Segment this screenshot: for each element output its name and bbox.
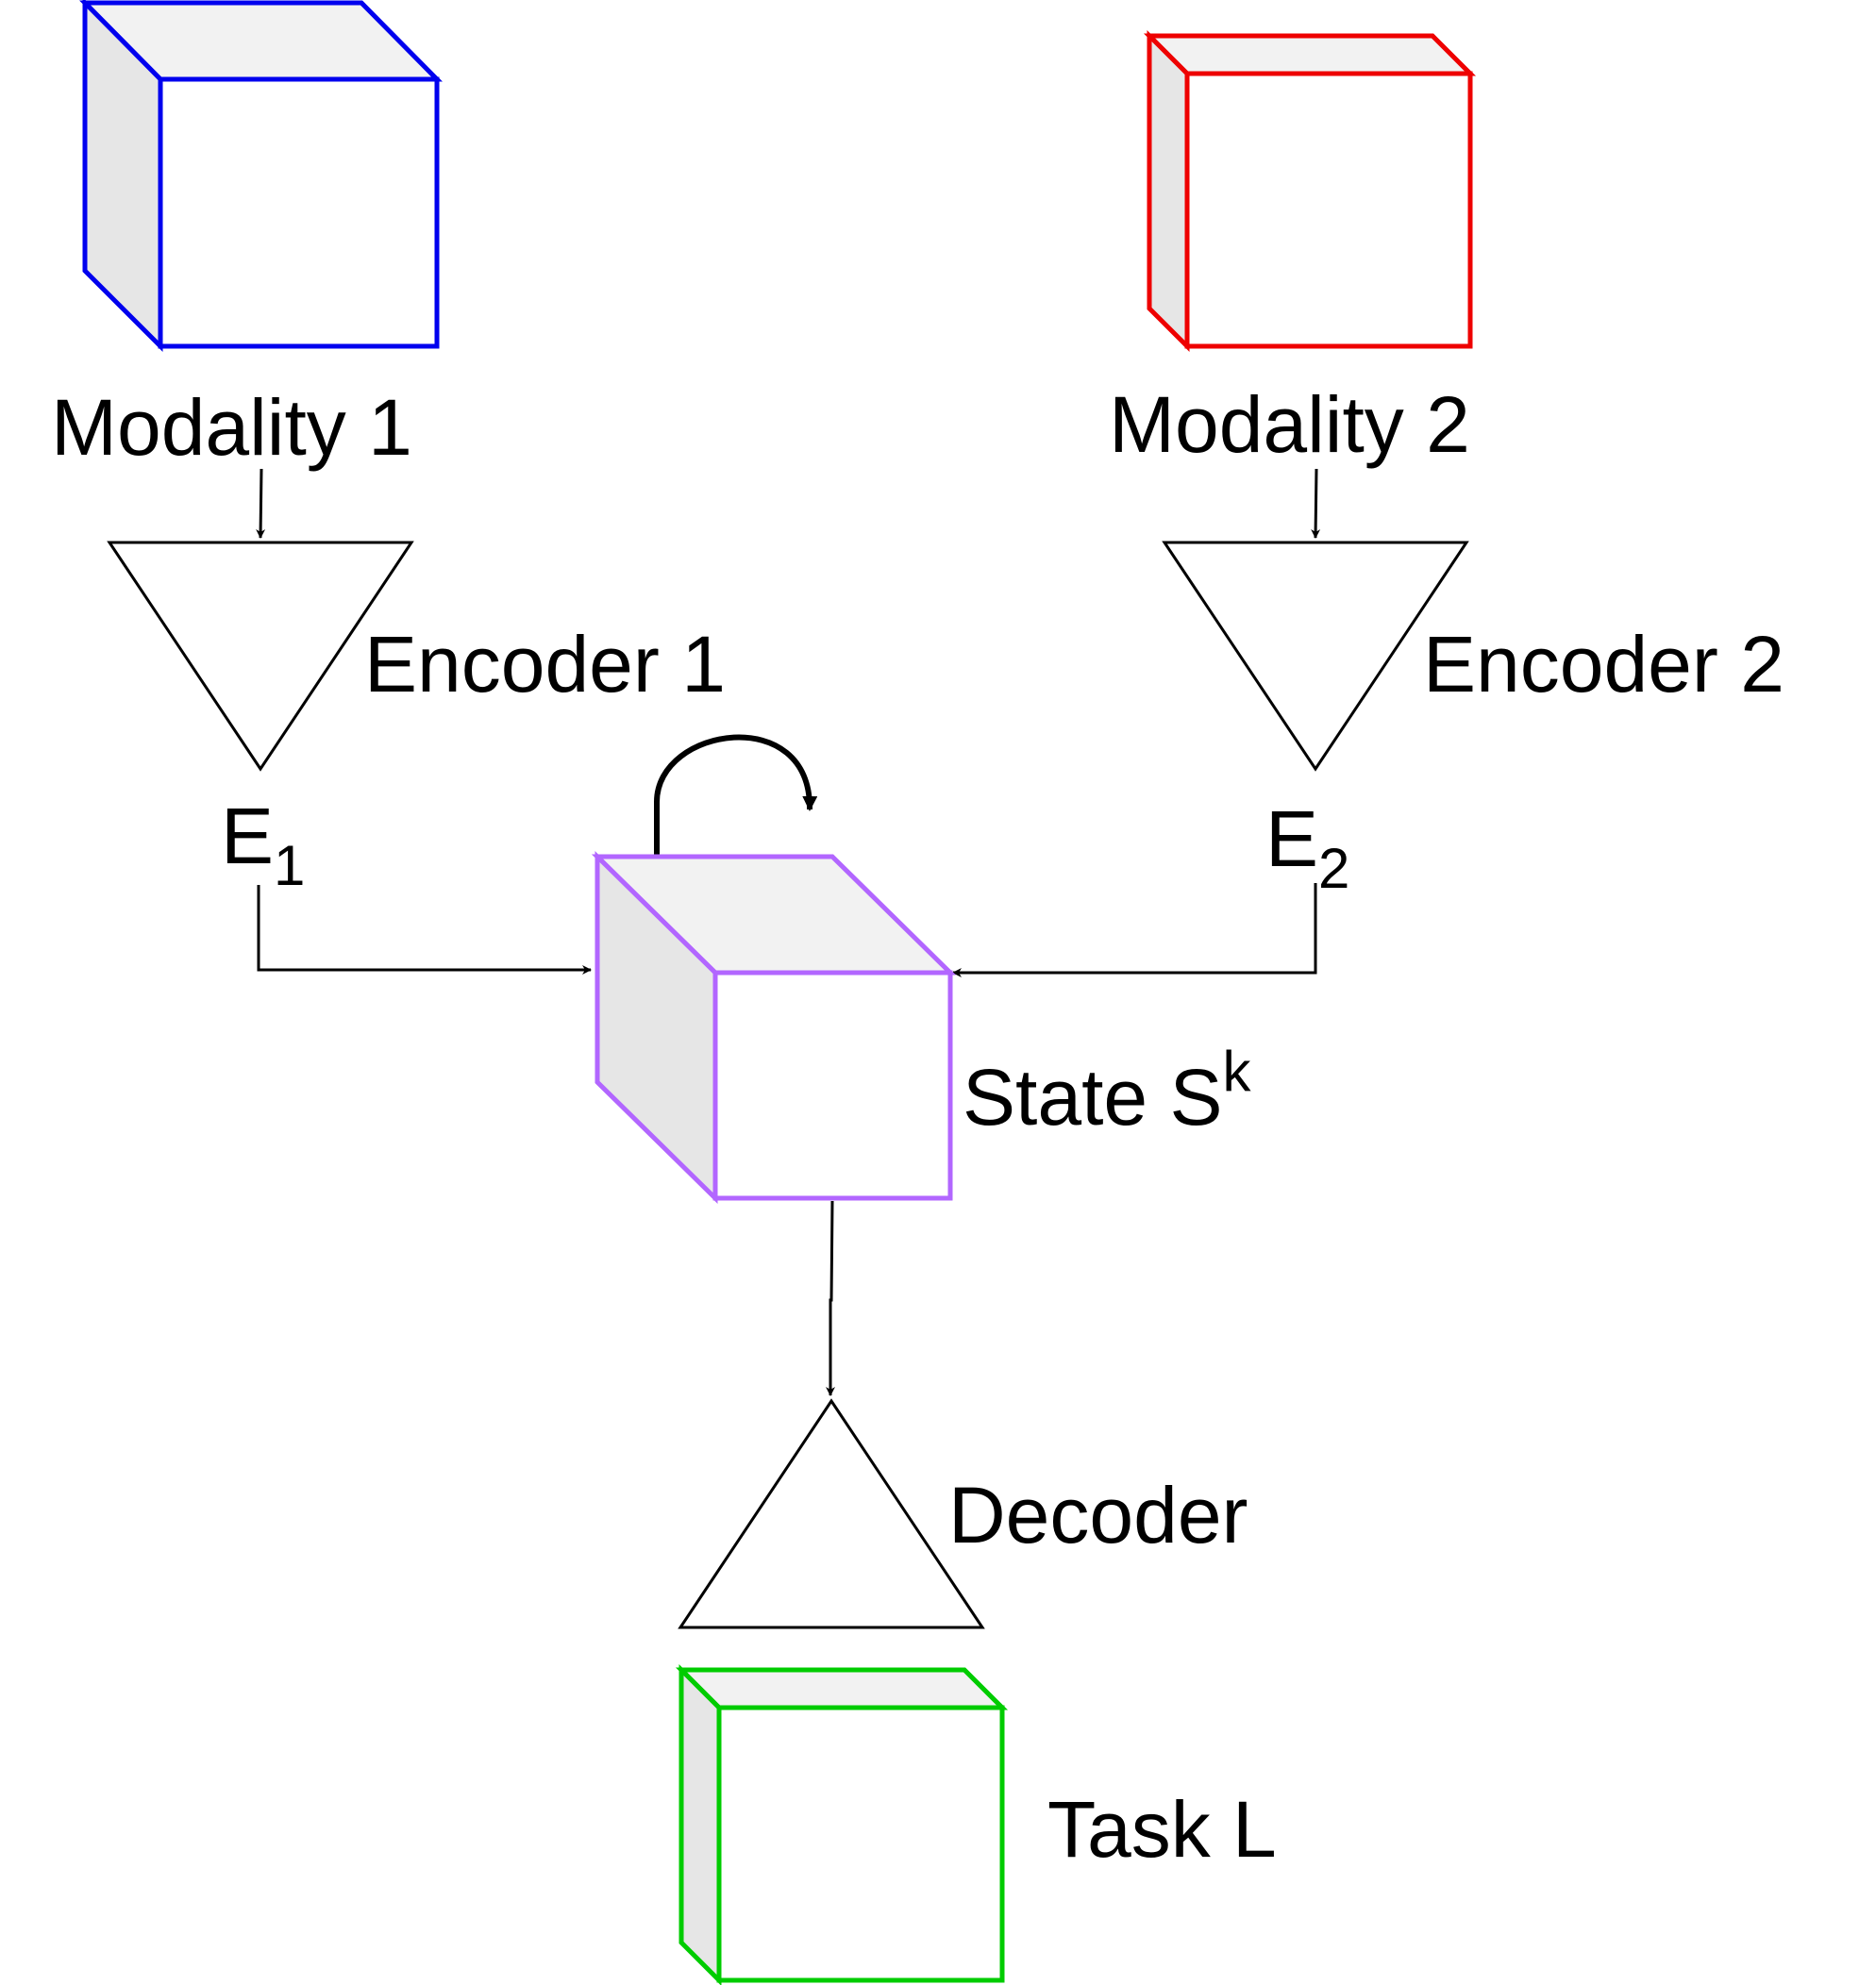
- embedding1-label: E1: [221, 792, 305, 897]
- task-label: Task L: [1047, 1785, 1277, 1874]
- task-cube-front: [716, 1705, 1005, 1983]
- encoder1-label: Encoder 1: [364, 620, 726, 709]
- task-cube: [675, 1663, 1009, 1985]
- encoder2-triangle: [1162, 541, 1469, 772]
- arrow-embedding1-to-state: [257, 885, 592, 975]
- state-label: State Sk: [963, 1040, 1252, 1142]
- task-cube-side: [678, 1663, 722, 1985]
- encoder1-triangle: [107, 541, 414, 772]
- embedding2-label: E2: [1265, 794, 1349, 900]
- arrow-modality2-to-encoder2: [1311, 468, 1321, 539]
- task-cube-top: [675, 1667, 1009, 1710]
- arrow-state-to-decoder: [826, 1200, 835, 1396]
- modality2-cube-front: [1184, 71, 1473, 349]
- modality2-cube-side: [1147, 29, 1190, 353]
- decoder-label: Decoder: [948, 1471, 1248, 1560]
- modality2-cube-top: [1143, 33, 1477, 76]
- modality1-cube-front: [158, 76, 440, 349]
- encoder2-label: Encoder 2: [1423, 620, 1784, 709]
- arrow-embedding2-to-state: [952, 883, 1317, 977]
- modality2-label: Modality 2: [1109, 380, 1470, 469]
- modality2-cube: [1143, 29, 1477, 353]
- state-cube: [591, 851, 957, 1204]
- state-cube-front: [712, 970, 953, 1201]
- modality1-cube: [79, 0, 443, 353]
- decoder-triangle: [678, 1398, 985, 1629]
- arrow-modality1-to-encoder1: [256, 468, 266, 539]
- state-recurrent-loop-arrow: [654, 734, 818, 855]
- modality1-label: Modality 1: [51, 383, 412, 472]
